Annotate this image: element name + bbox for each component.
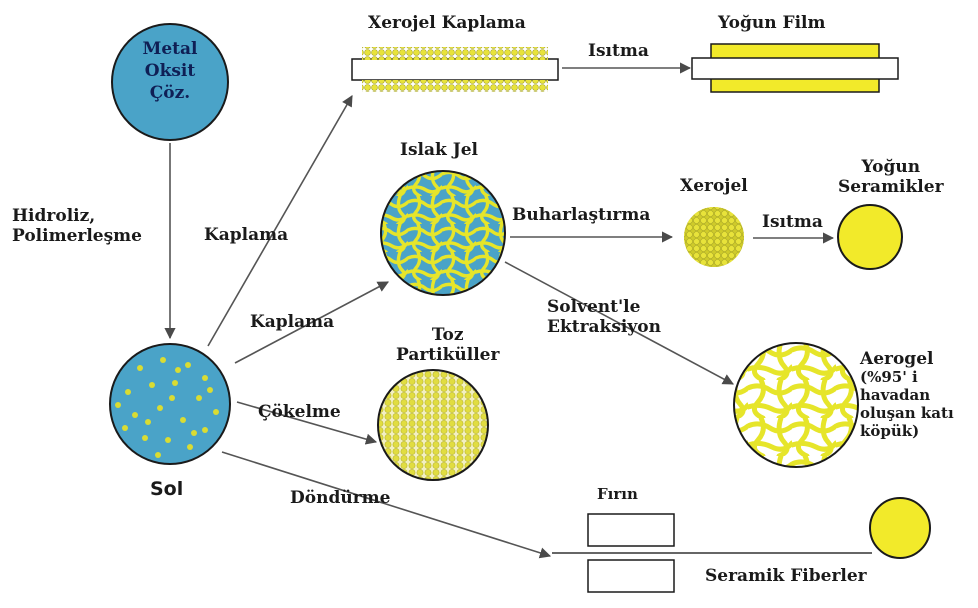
xerogel-label: Xerojel bbox=[680, 176, 748, 196]
coating-to-film-label: Kaplama bbox=[204, 225, 289, 245]
arrows bbox=[164, 62, 835, 559]
dense-ceramics-label: Yoğun Seramikler bbox=[838, 157, 944, 197]
solvent-extraction-label: Solvent'le Ektraksiyon bbox=[547, 297, 661, 337]
xerogel-ball bbox=[684, 207, 744, 267]
arrow-sol-to-fiber bbox=[221, 451, 552, 559]
aerogel-circle bbox=[733, 342, 859, 468]
coating-to-wet-gel-label: Kaplama bbox=[250, 312, 335, 332]
arrow-sol-to-powder bbox=[236, 401, 378, 445]
ceramic-fibers-label: Seramik Fiberler bbox=[705, 566, 867, 586]
xerogel-coating-label: Xerojel Kaplama bbox=[368, 13, 526, 33]
powder-particles-circle bbox=[377, 369, 489, 481]
xerogel-coating-bar bbox=[351, 47, 559, 92]
metal-oxide-solution-circle bbox=[111, 23, 229, 141]
heating-film-label: Isıtma bbox=[588, 41, 649, 61]
powder-particles-label: Toz Partiküller bbox=[396, 325, 500, 365]
hydrolysis-label: Hidroliz, Polimerleşme bbox=[12, 206, 142, 246]
furnace-label: Fırın bbox=[597, 485, 638, 503]
heating-ceramic-label: Isıtma bbox=[762, 212, 823, 232]
sol-circle bbox=[109, 343, 231, 465]
dense-ceramic-circle bbox=[837, 204, 903, 270]
aerogel-label: Aerogel (%95' i havadan oluşan katı köpü… bbox=[860, 349, 954, 440]
arrow-sol-to-xerogel-coating bbox=[207, 95, 353, 347]
wet-gel-label: Islak Jel bbox=[400, 140, 479, 160]
precipitation-label: Çökelme bbox=[258, 402, 341, 422]
wet-gel-circle bbox=[380, 170, 506, 296]
dense-film-label: Yoğun Film bbox=[718, 13, 826, 33]
ceramic-fiber-spool bbox=[869, 497, 931, 559]
arrow-sol-to-wet-gel bbox=[234, 281, 389, 364]
sol-label: Sol bbox=[150, 478, 184, 500]
dense-film-bar bbox=[691, 43, 899, 93]
metal-oxide-label: Metal Oksit Çöz. bbox=[142, 39, 198, 103]
arrow-solvent-extraction bbox=[504, 261, 734, 385]
furnace bbox=[587, 513, 675, 593]
evaporation-label: Buharlaştırma bbox=[512, 205, 651, 225]
spinning-label: Döndürme bbox=[290, 488, 391, 508]
